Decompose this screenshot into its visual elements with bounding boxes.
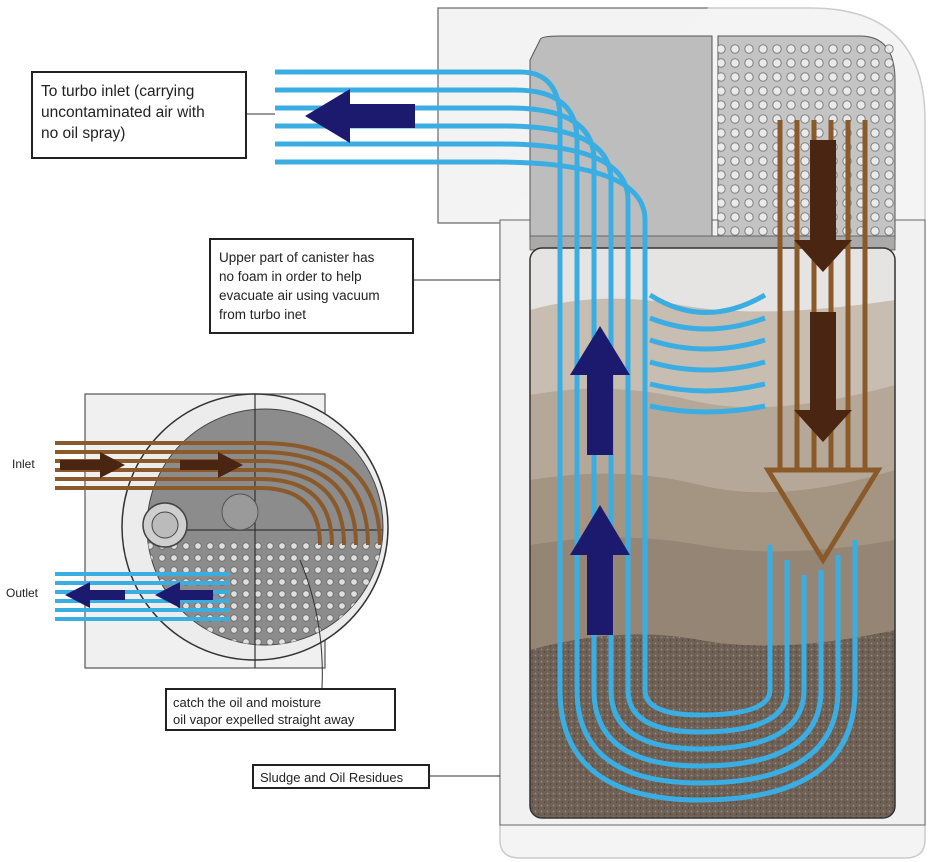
clean-air-stream-6 [275,159,773,718]
clean-air-arcs [648,292,767,415]
inlet-flow [55,441,382,546]
outlet-arrow-icon [155,582,213,608]
clean-air-stream-2 [275,87,841,786]
clean-air-stream-5 [275,141,790,735]
inlet-label: Inlet [12,457,35,471]
callout-sludge-text: Sludge and Oil Residues [260,770,404,785]
inlet-arrow-icon [60,452,125,478]
inner-canister-outline [529,247,896,819]
down-arrow-icon [794,140,852,272]
callout-catch-oil: catch the oil and moisture oil vapor exp… [165,688,396,731]
callout-turbo-inlet: To turbo inlet (carrying uncontaminated … [31,71,247,159]
callout-turbo-inlet-text: To turbo inlet (carrying uncontaminated … [41,83,205,142]
down-arrow-icon [794,312,852,442]
outlet-arrow-icon [65,582,125,608]
left-arrow-icon [305,89,415,143]
leader-lines [247,113,500,777]
perforated-filter [718,40,895,240]
head-block-left [529,35,713,241]
up-arrow-icon [570,505,630,635]
clean-air-stream-1 [275,69,858,803]
up-arrow-icon [570,326,630,455]
callout-upper-part: Upper part of canister has no foam in or… [209,238,414,334]
clean-air-stream-4 [275,123,807,752]
outlet-label: Outlet [6,586,39,600]
callout-upper-part-text: Upper part of canister has no foam in or… [219,250,380,322]
hollow-down-arrow-icon [763,467,883,565]
callout-catch-oil-text: catch the oil and moisture oil vapor exp… [173,695,355,727]
callout-sludge: Sludge and Oil Residues [252,764,430,789]
inlet-arrow-icon [180,452,243,478]
clean-air-flow [275,69,858,803]
inset-filter [55,393,389,669]
clean-air-stream-3 [275,105,824,769]
